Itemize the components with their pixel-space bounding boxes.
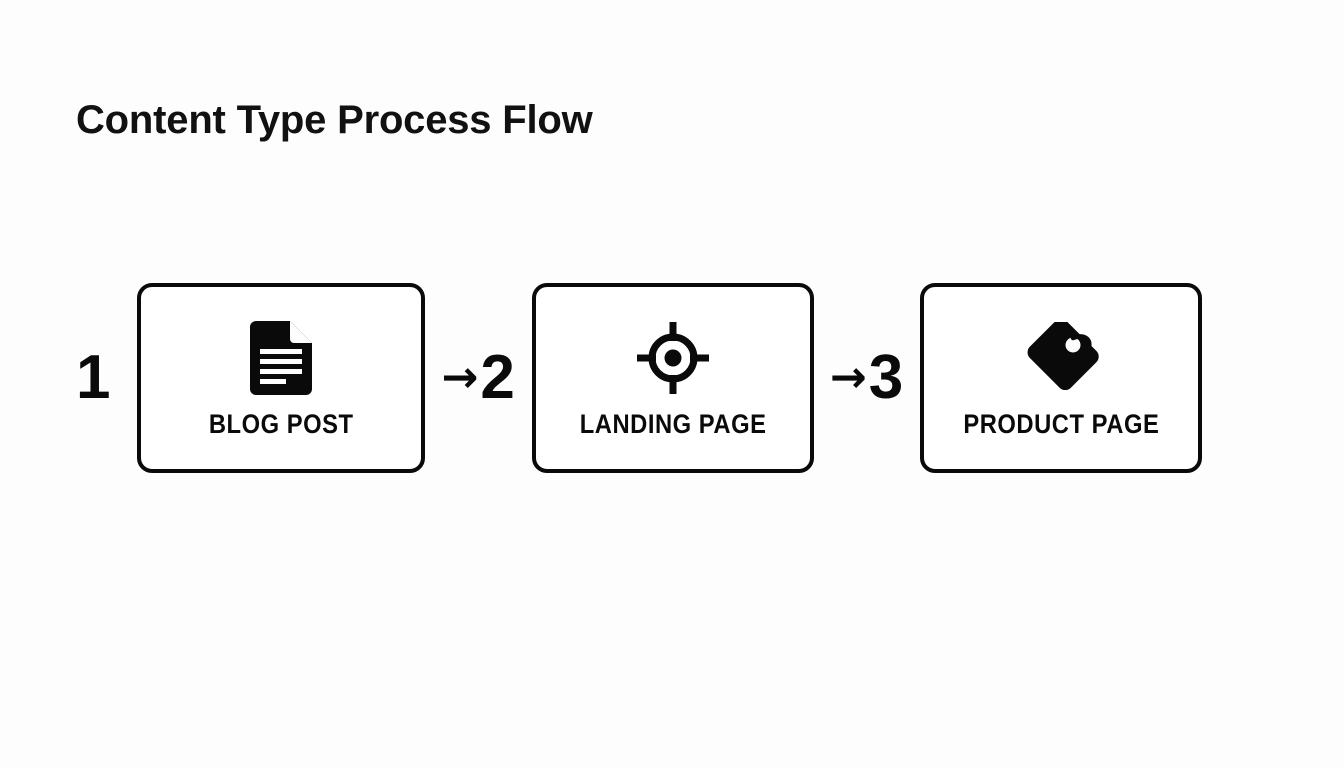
card-landing-page-label: LANDING PAGE xyxy=(579,408,767,439)
step-3-number: 3 xyxy=(868,343,903,412)
card-blog-post[interactable]: BLOG POST xyxy=(137,283,426,473)
step-1-connector: 1 xyxy=(70,283,137,473)
step-2-number: 2 xyxy=(480,343,514,412)
card-product-page-label: PRODUCT PAGE xyxy=(963,408,1160,439)
page-title: Content Type Process Flow xyxy=(76,98,593,142)
process-flow-diagram: 1 BLOG POST → 2 xyxy=(70,283,1270,473)
arrow-right-icon: → xyxy=(441,352,479,403)
flow-step-1: 1 BLOG POST xyxy=(70,283,426,473)
step-2-connector: → 2 xyxy=(425,283,531,473)
flow-step-2: → 2 LANDING PAGE xyxy=(425,283,814,473)
flow-step-3: → 3 PRODUCT PAGE xyxy=(814,283,1203,473)
card-landing-page[interactable]: LANDING PAGE xyxy=(531,283,814,473)
arrow-right-icon: → xyxy=(829,352,867,403)
card-blog-post-label: BLOG POST xyxy=(209,408,354,439)
card-product-page[interactable]: PRODUCT PAGE xyxy=(920,283,1203,473)
price-tag-icon xyxy=(1023,321,1099,395)
step-3-connector: → 3 xyxy=(814,283,920,473)
step-1-number: 1 xyxy=(76,343,110,412)
document-icon xyxy=(250,320,313,395)
target-icon xyxy=(636,321,709,395)
